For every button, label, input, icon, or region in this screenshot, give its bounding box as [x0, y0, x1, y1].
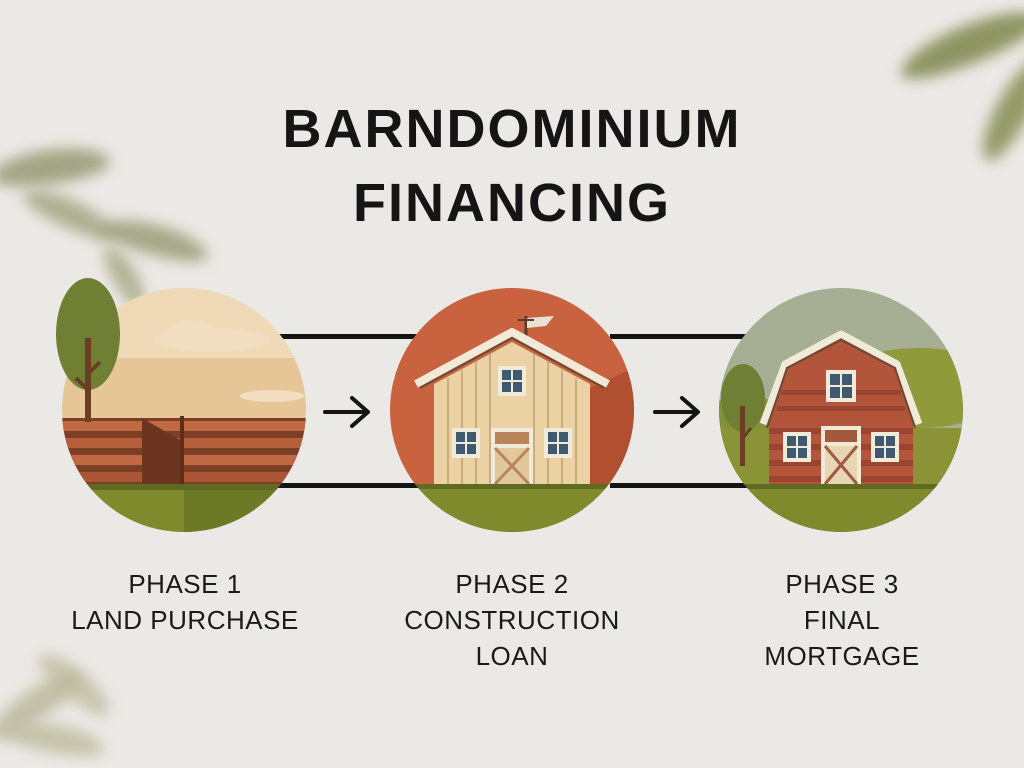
- phase-1-step: PHASE 1: [128, 569, 242, 599]
- phase-3-name-line-1: FINAL: [803, 605, 881, 635]
- connector-line-top-2: [610, 334, 750, 339]
- phase-1-label: PHASE 1 LAND PURCHASE: [35, 566, 335, 638]
- cloud: [240, 390, 304, 402]
- page-title: BARNDOMINIUM FINANCING: [0, 92, 1024, 240]
- phase-1-name: LAND PURCHASE: [71, 605, 299, 635]
- cloud: [168, 320, 216, 344]
- phase-3-label: PHASE 3 FINAL MORTGAGE: [692, 566, 992, 674]
- decorative-leaf: [3, 716, 107, 762]
- arrow-right-icon: [323, 396, 370, 428]
- title-line-2: FINANCING: [353, 173, 671, 233]
- phase-3-name-line-2: MORTGAGE: [764, 641, 920, 671]
- arrow-right-icon: [653, 396, 700, 428]
- connector-line-top-1: [276, 334, 418, 339]
- phase-2-name-line-1: CONSTRUCTION: [404, 605, 620, 635]
- phase-2-label: PHASE 2 CONSTRUCTION LOAN: [362, 566, 662, 674]
- phase-2-name-line-2: LOAN: [475, 641, 549, 671]
- decorative-leaf: [893, 0, 1024, 90]
- phase-3-step: PHASE 3: [785, 569, 899, 599]
- finished-barn-illustration: [719, 288, 963, 532]
- tree-icon: [56, 278, 120, 422]
- connector-line-bottom-1: [276, 483, 418, 488]
- construction-barn-illustration: [390, 288, 634, 532]
- title-line-1: BARNDOMINIUM: [282, 99, 742, 159]
- phase-2-step: PHASE 2: [455, 569, 569, 599]
- connector-line-bottom-2: [610, 483, 750, 488]
